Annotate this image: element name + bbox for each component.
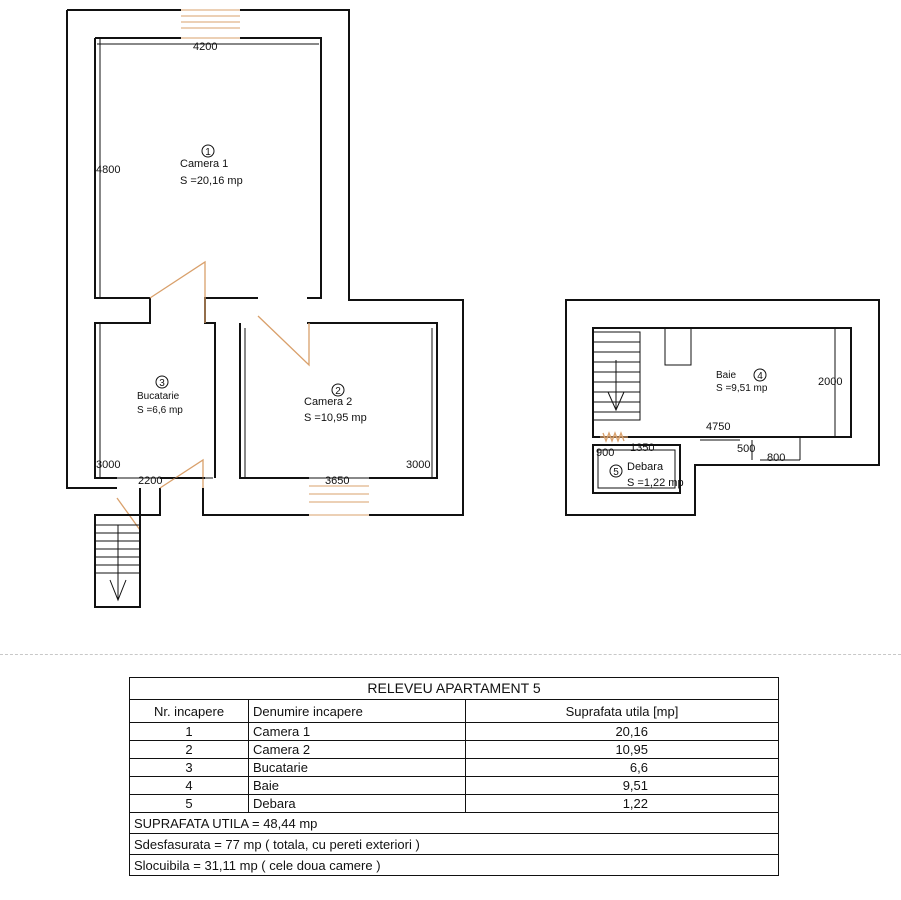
table-row: 3 Bucatarie 6,6 — [129, 758, 779, 777]
dim-4800: 4800 — [96, 164, 120, 176]
cell-name: Baie — [248, 776, 466, 795]
cell-area: 10,95 — [465, 740, 779, 759]
dim-900: 900 — [596, 447, 614, 459]
room-2-badge — [331, 383, 345, 397]
room-3-badge — [155, 375, 169, 389]
dim-4200: 4200 — [193, 41, 217, 53]
summary-row: Slocuibila = 31,11 mp ( cele doua camere… — [129, 854, 779, 876]
right-outer-walls — [565, 299, 880, 516]
page-separator — [0, 654, 901, 655]
cell-nr: 3 — [129, 758, 249, 777]
table-row: 4 Baie 9,51 — [129, 776, 779, 795]
dimension-lines — [97, 43, 430, 479]
dim-3000-right: 3000 — [406, 459, 430, 471]
dim-2000: 2000 — [818, 376, 842, 388]
header-area: Suprafata utila [mp] — [465, 699, 779, 723]
table-title-row: RELEVEU APARTAMENT 5 — [129, 677, 779, 700]
dim-3000-left: 3000 — [96, 459, 120, 471]
cell-area: 9,51 — [465, 776, 779, 795]
dim-3650: 3650 — [325, 475, 349, 487]
summary-total-area: Sdesfasurata = 77 mp ( totala, cu pereti… — [129, 833, 779, 855]
table-row: 1 Camera 1 20,16 — [129, 722, 779, 741]
floor-plan: 1 Camera 1 S =20,16 mp 2 Camera 2 S =10,… — [66, 9, 880, 608]
summary-useful-area: SUPRAFATA UTILA = 48,44 mp — [129, 812, 779, 834]
header-nr: Nr. incapere — [129, 699, 249, 723]
cell-area: 6,6 — [465, 758, 779, 777]
cell-nr: 5 — [129, 794, 249, 813]
table-title: RELEVEU APARTAMENT 5 — [129, 677, 779, 700]
room-5-name: Debara — [627, 461, 664, 473]
room-3-area: S =6,6 mp — [137, 405, 183, 416]
room-1-badge — [201, 144, 215, 158]
cell-name: Bucatarie — [248, 758, 466, 777]
room-4-badge — [753, 368, 767, 382]
room-3-name: Bucatarie — [137, 391, 180, 402]
room-1-area: S =20,16 mp — [180, 175, 243, 187]
dimension-labels: 4200 4800 3000 2200 3650 3000 2000 4750 … — [96, 41, 842, 487]
cell-name: Camera 1 — [248, 722, 466, 741]
dim-1350: 1350 — [630, 442, 654, 454]
cell-area: 20,16 — [465, 722, 779, 741]
room-5-badge — [609, 464, 623, 478]
room-5-number: 5 — [613, 467, 619, 478]
cell-name: Debara — [248, 794, 466, 813]
table-row: 2 Camera 2 10,95 — [129, 740, 779, 759]
room-2-area: S =10,95 mp — [304, 412, 367, 424]
table-row: 5 Debara 1,22 — [129, 794, 779, 813]
summary-living-area: Slocuibila = 31,11 mp ( cele doua camere… — [129, 854, 779, 876]
inner-stairs — [593, 331, 641, 443]
room-1-name: Camera 1 — [180, 158, 228, 170]
dim-2200: 2200 — [138, 475, 162, 487]
room-labels: 1 Camera 1 S =20,16 mp 2 Camera 2 S =10,… — [137, 144, 768, 489]
room-1-number: 1 — [205, 147, 211, 158]
summary-row: SUPRAFATA UTILA = 48,44 mp — [129, 812, 779, 834]
dim-500: 500 — [737, 443, 755, 455]
windows — [181, 9, 369, 516]
dim-800: 800 — [767, 452, 785, 464]
room-5-area: S =1,22 mp — [627, 477, 684, 489]
room-4-number: 4 — [757, 371, 763, 382]
cell-area: 1,22 — [465, 794, 779, 813]
left-outer-walls — [66, 9, 464, 516]
room-2-name: Camera 2 — [304, 396, 352, 408]
cell-nr: 4 — [129, 776, 249, 795]
dim-4750: 4750 — [706, 421, 730, 433]
room-4-area: S =9,51 mp — [716, 383, 768, 394]
room-schedule-table: RELEVEU APARTAMENT 5 Nr. incapere Denumi… — [129, 677, 779, 876]
cell-name: Camera 2 — [248, 740, 466, 759]
room-2-number: 2 — [335, 386, 341, 397]
room-4-name: Baie — [716, 370, 736, 381]
room-3-number: 3 — [159, 378, 165, 389]
entrance-stairs — [94, 514, 141, 608]
table-header-row: Nr. incapere Denumire incapere Suprafata… — [129, 699, 779, 723]
summary-row: Sdesfasurata = 77 mp ( totala, cu pereti… — [129, 833, 779, 855]
cell-nr: 1 — [129, 722, 249, 741]
cell-nr: 2 — [129, 740, 249, 759]
header-name: Denumire incapere — [248, 699, 466, 723]
